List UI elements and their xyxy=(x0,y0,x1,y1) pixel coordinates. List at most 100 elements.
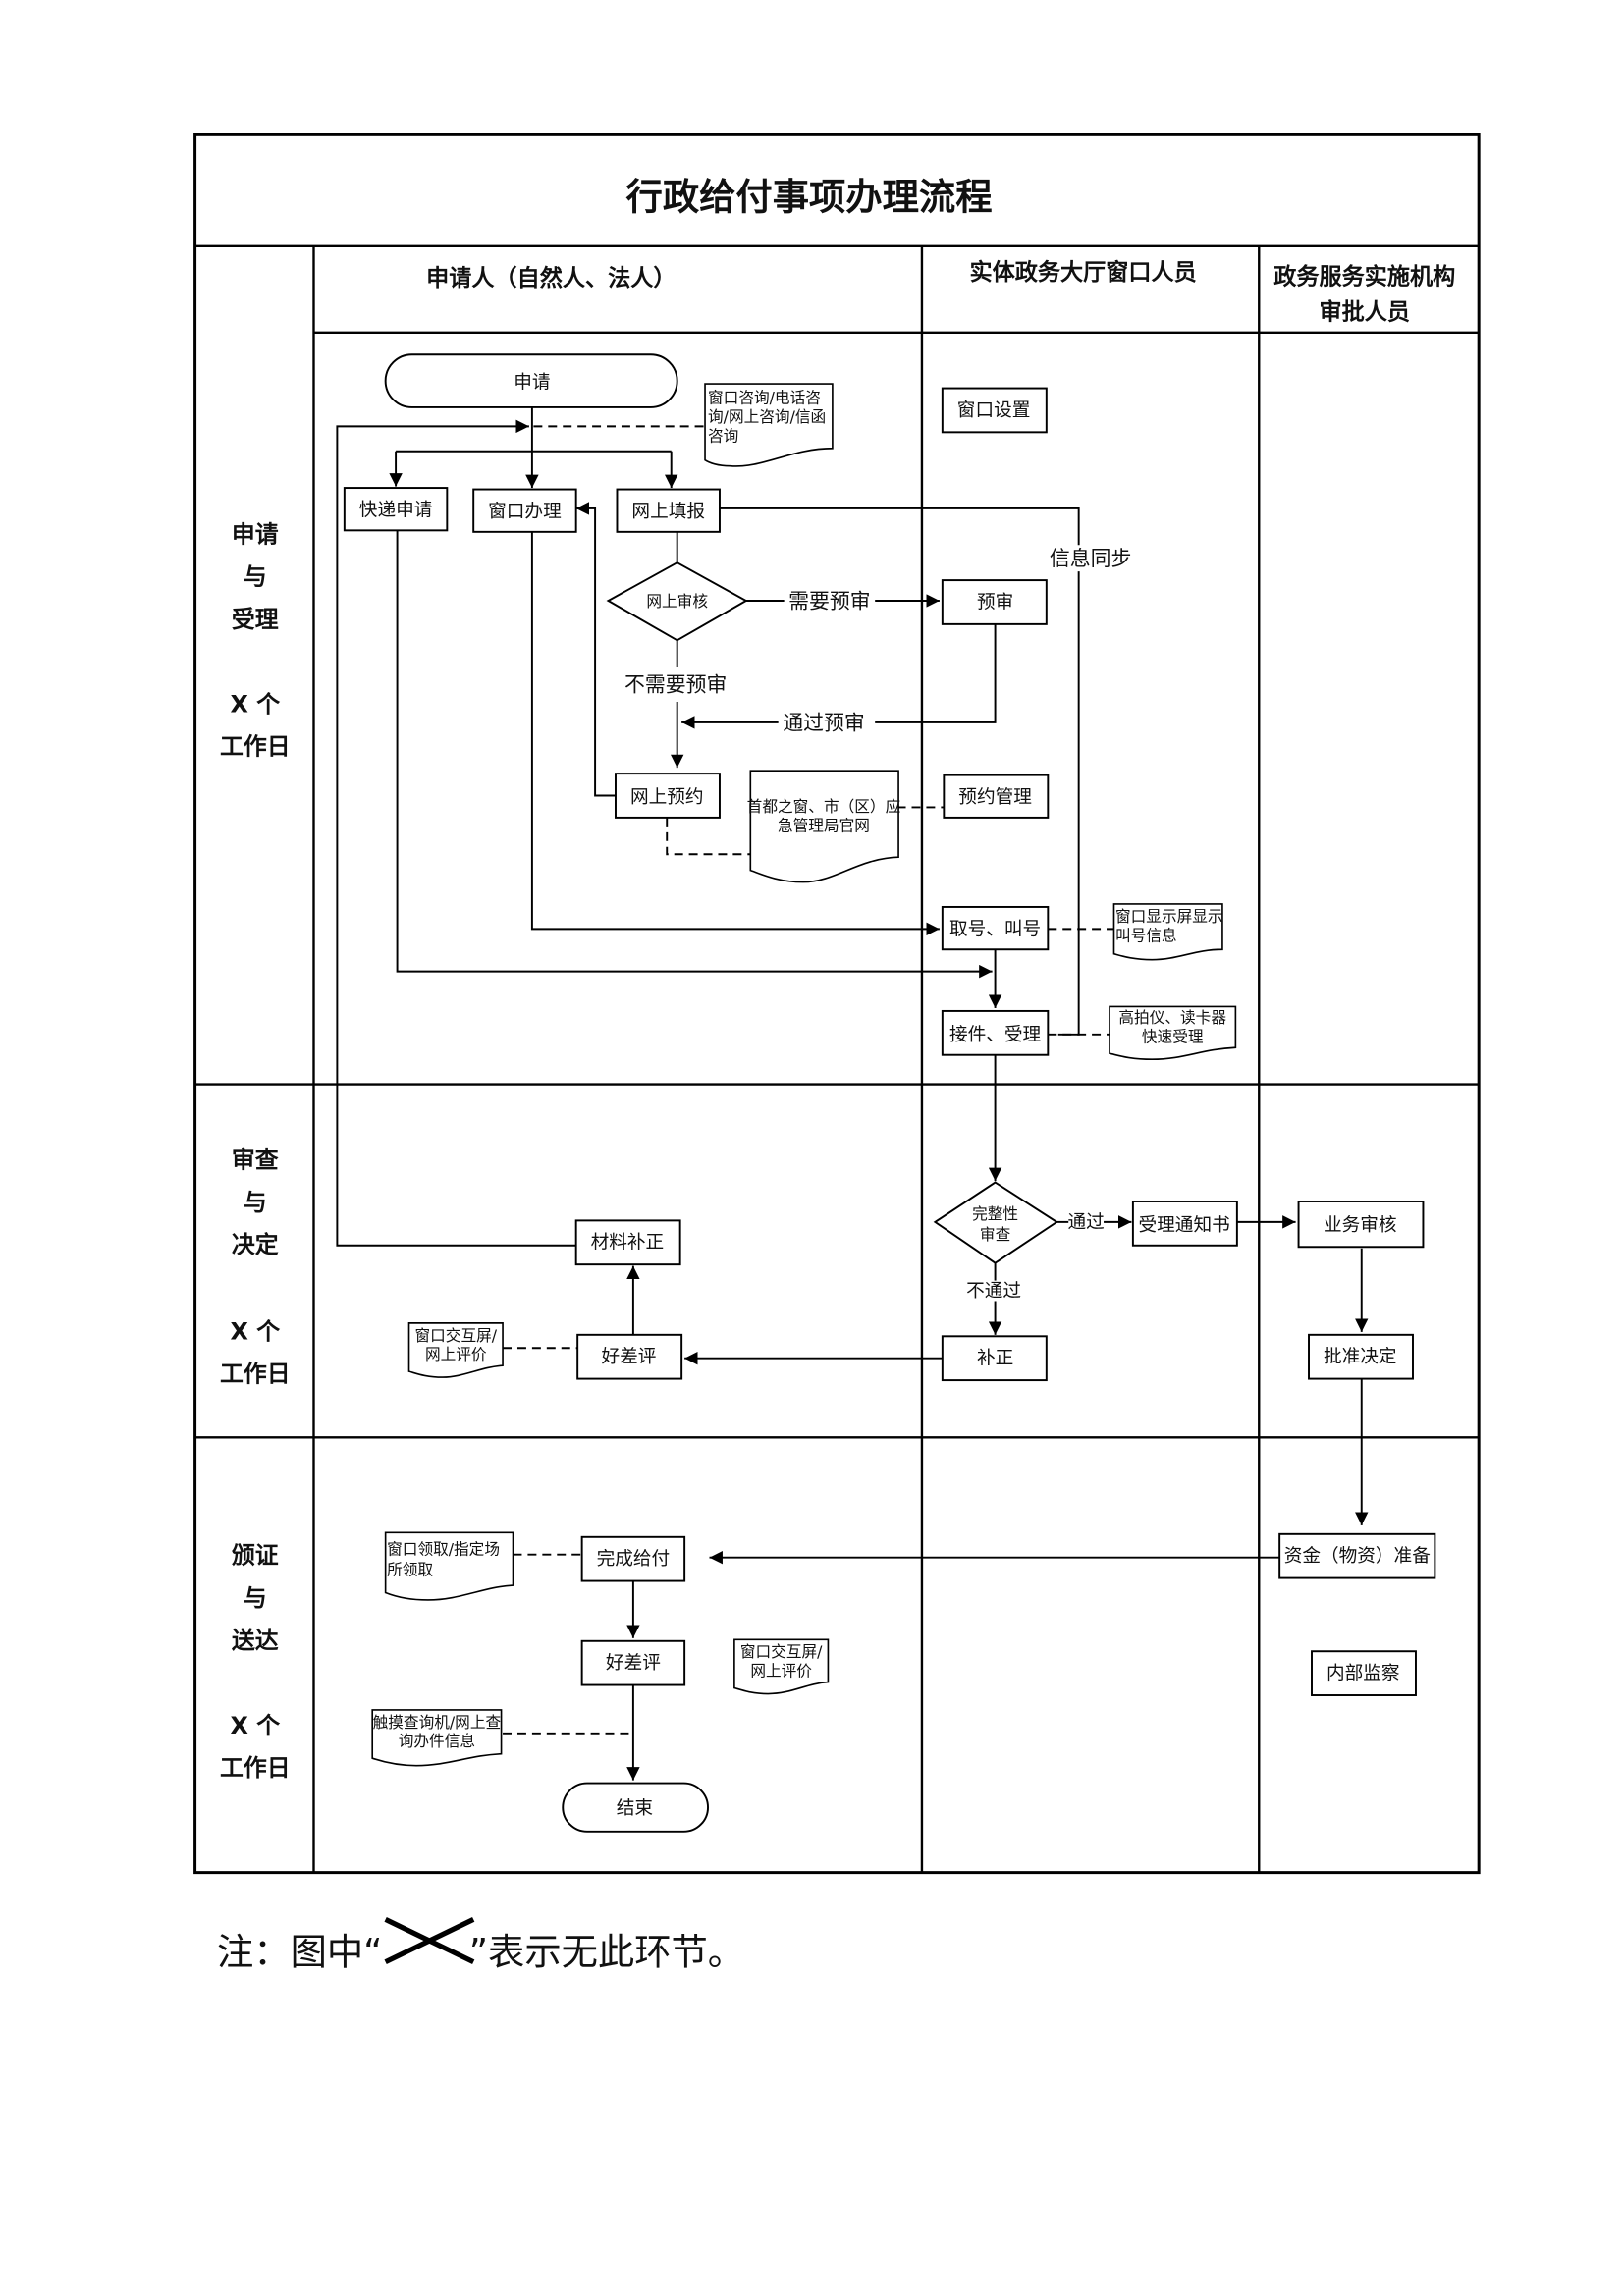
node-approval-label: 批准决定 xyxy=(1324,1347,1397,1367)
doc-pickup-location[interactable]: 窗口领取/指定场 所领取 xyxy=(384,1531,514,1601)
node-express-apply[interactable]: 快递申请 xyxy=(343,487,449,532)
node-rating-1-label: 好差评 xyxy=(601,1347,656,1367)
process-shape xyxy=(576,1333,683,1380)
footnote-prefix: 注：图中“ xyxy=(217,1931,383,1974)
stage-1-line2: 与 xyxy=(244,563,267,591)
footnote: 注：图中“ ”表示无此环节。 xyxy=(217,1917,744,1974)
doc-kiosk-line1: 触摸查询机/网上查 xyxy=(373,1713,502,1732)
lane-header-applicant: 申请人（自然人、法人） xyxy=(426,265,676,292)
document-shape xyxy=(733,1638,830,1695)
stage-label-1: 申请 与 受理 X 个 工作日 xyxy=(220,520,291,760)
node-window-setup[interactable]: 窗口设置 xyxy=(941,387,1048,434)
node-take-number-label: 取号、叫号 xyxy=(949,919,1041,939)
node-online-review-label: 网上审核 xyxy=(646,592,708,611)
document-shape xyxy=(384,1531,514,1601)
document-shape xyxy=(749,770,899,883)
node-window-handle-label: 窗口办理 xyxy=(488,502,562,522)
node-rating-delivery[interactable]: 好差评 xyxy=(580,1639,686,1686)
node-correction-label: 补正 xyxy=(977,1349,1013,1369)
stage-3-line1: 颁证 xyxy=(232,1542,279,1570)
doc-screen-line2: 叫号信息 xyxy=(1115,926,1177,944)
node-end[interactable]: 结束 xyxy=(562,1782,709,1833)
doc-consult-line1: 窗口咨询/电话咨 xyxy=(708,388,821,406)
node-completeness-line1: 完整性 xyxy=(972,1204,1018,1223)
process-shape xyxy=(580,1639,686,1686)
process-shape xyxy=(616,488,721,533)
process-shape xyxy=(615,773,721,819)
doc-evaluation-review[interactable]: 窗口交互屏/ 网上评价 xyxy=(407,1322,504,1378)
doc-screen-line1: 窗口显示屏显示 xyxy=(1115,907,1223,926)
node-pre-review-label: 预审 xyxy=(977,592,1013,613)
node-material-correction[interactable]: 材料补正 xyxy=(574,1219,681,1266)
edge-booking-portal-dashed xyxy=(666,817,751,856)
label-fail: 不通过 xyxy=(966,1281,1021,1302)
label-need-pre-review: 需要预审 xyxy=(788,589,871,613)
lane-header-approver-line2: 审批人员 xyxy=(1319,298,1410,325)
edge-info-sync-bottom xyxy=(1057,571,1080,1036)
doc-consult-line3: 咨询 xyxy=(708,426,738,445)
stage-2-line3: 决定 xyxy=(232,1231,279,1258)
node-online-fill[interactable]: 网上填报 xyxy=(616,488,721,533)
process-shape xyxy=(941,1009,1050,1056)
stage-3-line3: 送达 xyxy=(232,1627,279,1654)
document-shape xyxy=(407,1322,504,1378)
process-shape xyxy=(1308,1333,1414,1380)
doc-scanner-reader[interactable]: 高拍仪、读卡器 快速受理 xyxy=(1109,1005,1237,1061)
node-accept[interactable]: 接件、受理 xyxy=(941,1009,1050,1056)
doc-eval-a-line1: 窗口交互屏/ xyxy=(415,1326,498,1345)
node-booking-management[interactable]: 预约管理 xyxy=(943,774,1050,819)
node-business-review[interactable]: 业务审核 xyxy=(1297,1201,1425,1249)
outer-frame xyxy=(193,133,1481,1875)
node-rating-review[interactable]: 好差评 xyxy=(576,1333,683,1380)
node-fund-prep-label: 资金（物资）准备 xyxy=(1284,1546,1431,1567)
node-fund-preparation[interactable]: 资金（物资）准备 xyxy=(1278,1532,1436,1579)
stage-2-days1: X 个 xyxy=(230,1317,280,1345)
node-online-review[interactable]: 网上审核 xyxy=(606,561,748,642)
process-shape xyxy=(1311,1650,1417,1696)
doc-kiosk-query[interactable]: 触摸查询机/网上查 询办件信息 xyxy=(371,1709,503,1767)
node-pre-review[interactable]: 预审 xyxy=(941,579,1048,625)
stage-2-days2: 工作日 xyxy=(220,1361,291,1388)
document-shape xyxy=(704,383,834,467)
label-pass: 通过 xyxy=(1067,1212,1104,1233)
process-shape xyxy=(574,1219,681,1266)
node-complete-payment[interactable]: 完成给付 xyxy=(580,1535,686,1582)
document-shape xyxy=(371,1709,503,1767)
node-take-number[interactable]: 取号、叫号 xyxy=(941,905,1050,951)
doc-evaluation-delivery[interactable]: 窗口交互屏/ 网上评价 xyxy=(733,1638,830,1695)
connectors xyxy=(336,406,1369,1781)
node-internal-supervision-label: 内部监察 xyxy=(1326,1664,1400,1684)
stage-label-2: 审查 与 决定 X 个 工作日 xyxy=(220,1147,291,1388)
stage-1-days2: 工作日 xyxy=(220,733,291,761)
edge-booking-to-window xyxy=(575,502,616,797)
process-shape xyxy=(943,774,1050,819)
doc-official-portal[interactable]: 首都之窗、市（区）应 急管理局官网 xyxy=(747,770,901,883)
node-accept-label: 接件、受理 xyxy=(949,1025,1042,1045)
process-shape xyxy=(941,1335,1048,1382)
process-shape xyxy=(472,488,577,533)
doc-eval-a-line2: 网上评价 xyxy=(425,1345,487,1363)
node-correction[interactable]: 补正 xyxy=(941,1335,1048,1382)
doc-display-screen[interactable]: 窗口显示屏显示 叫号信息 xyxy=(1112,903,1223,961)
node-acceptance-notice[interactable]: 受理通知书 xyxy=(1131,1201,1238,1247)
stage-2-line2: 与 xyxy=(244,1189,267,1216)
process-shape xyxy=(1297,1201,1425,1249)
stage-2-line1: 审查 xyxy=(232,1147,279,1174)
terminator-shape xyxy=(562,1782,709,1833)
doc-scanner-line2: 快速受理 xyxy=(1142,1027,1204,1045)
process-shape xyxy=(1131,1201,1238,1247)
node-online-booking[interactable]: 网上预约 xyxy=(615,773,721,819)
stage-3-line2: 与 xyxy=(244,1584,267,1612)
process-shape xyxy=(941,579,1048,625)
node-internal-supervision[interactable]: 内部监察 xyxy=(1311,1650,1417,1696)
node-complete-payment-label: 完成给付 xyxy=(597,1549,671,1570)
node-approval-decision[interactable]: 批准决定 xyxy=(1308,1333,1414,1380)
doc-consult-channels[interactable]: 窗口咨询/电话咨 询/网上咨询/信函 咨询 xyxy=(704,383,834,467)
process-shape xyxy=(941,905,1050,951)
doc-eval-b-line1: 窗口交互屏/ xyxy=(740,1642,823,1661)
node-window-handle[interactable]: 窗口办理 xyxy=(472,488,577,533)
node-window-setup-label: 窗口设置 xyxy=(957,400,1031,421)
node-apply[interactable]: 申请 xyxy=(384,353,678,408)
node-completeness-check[interactable]: 完整性 审查 xyxy=(933,1181,1059,1264)
